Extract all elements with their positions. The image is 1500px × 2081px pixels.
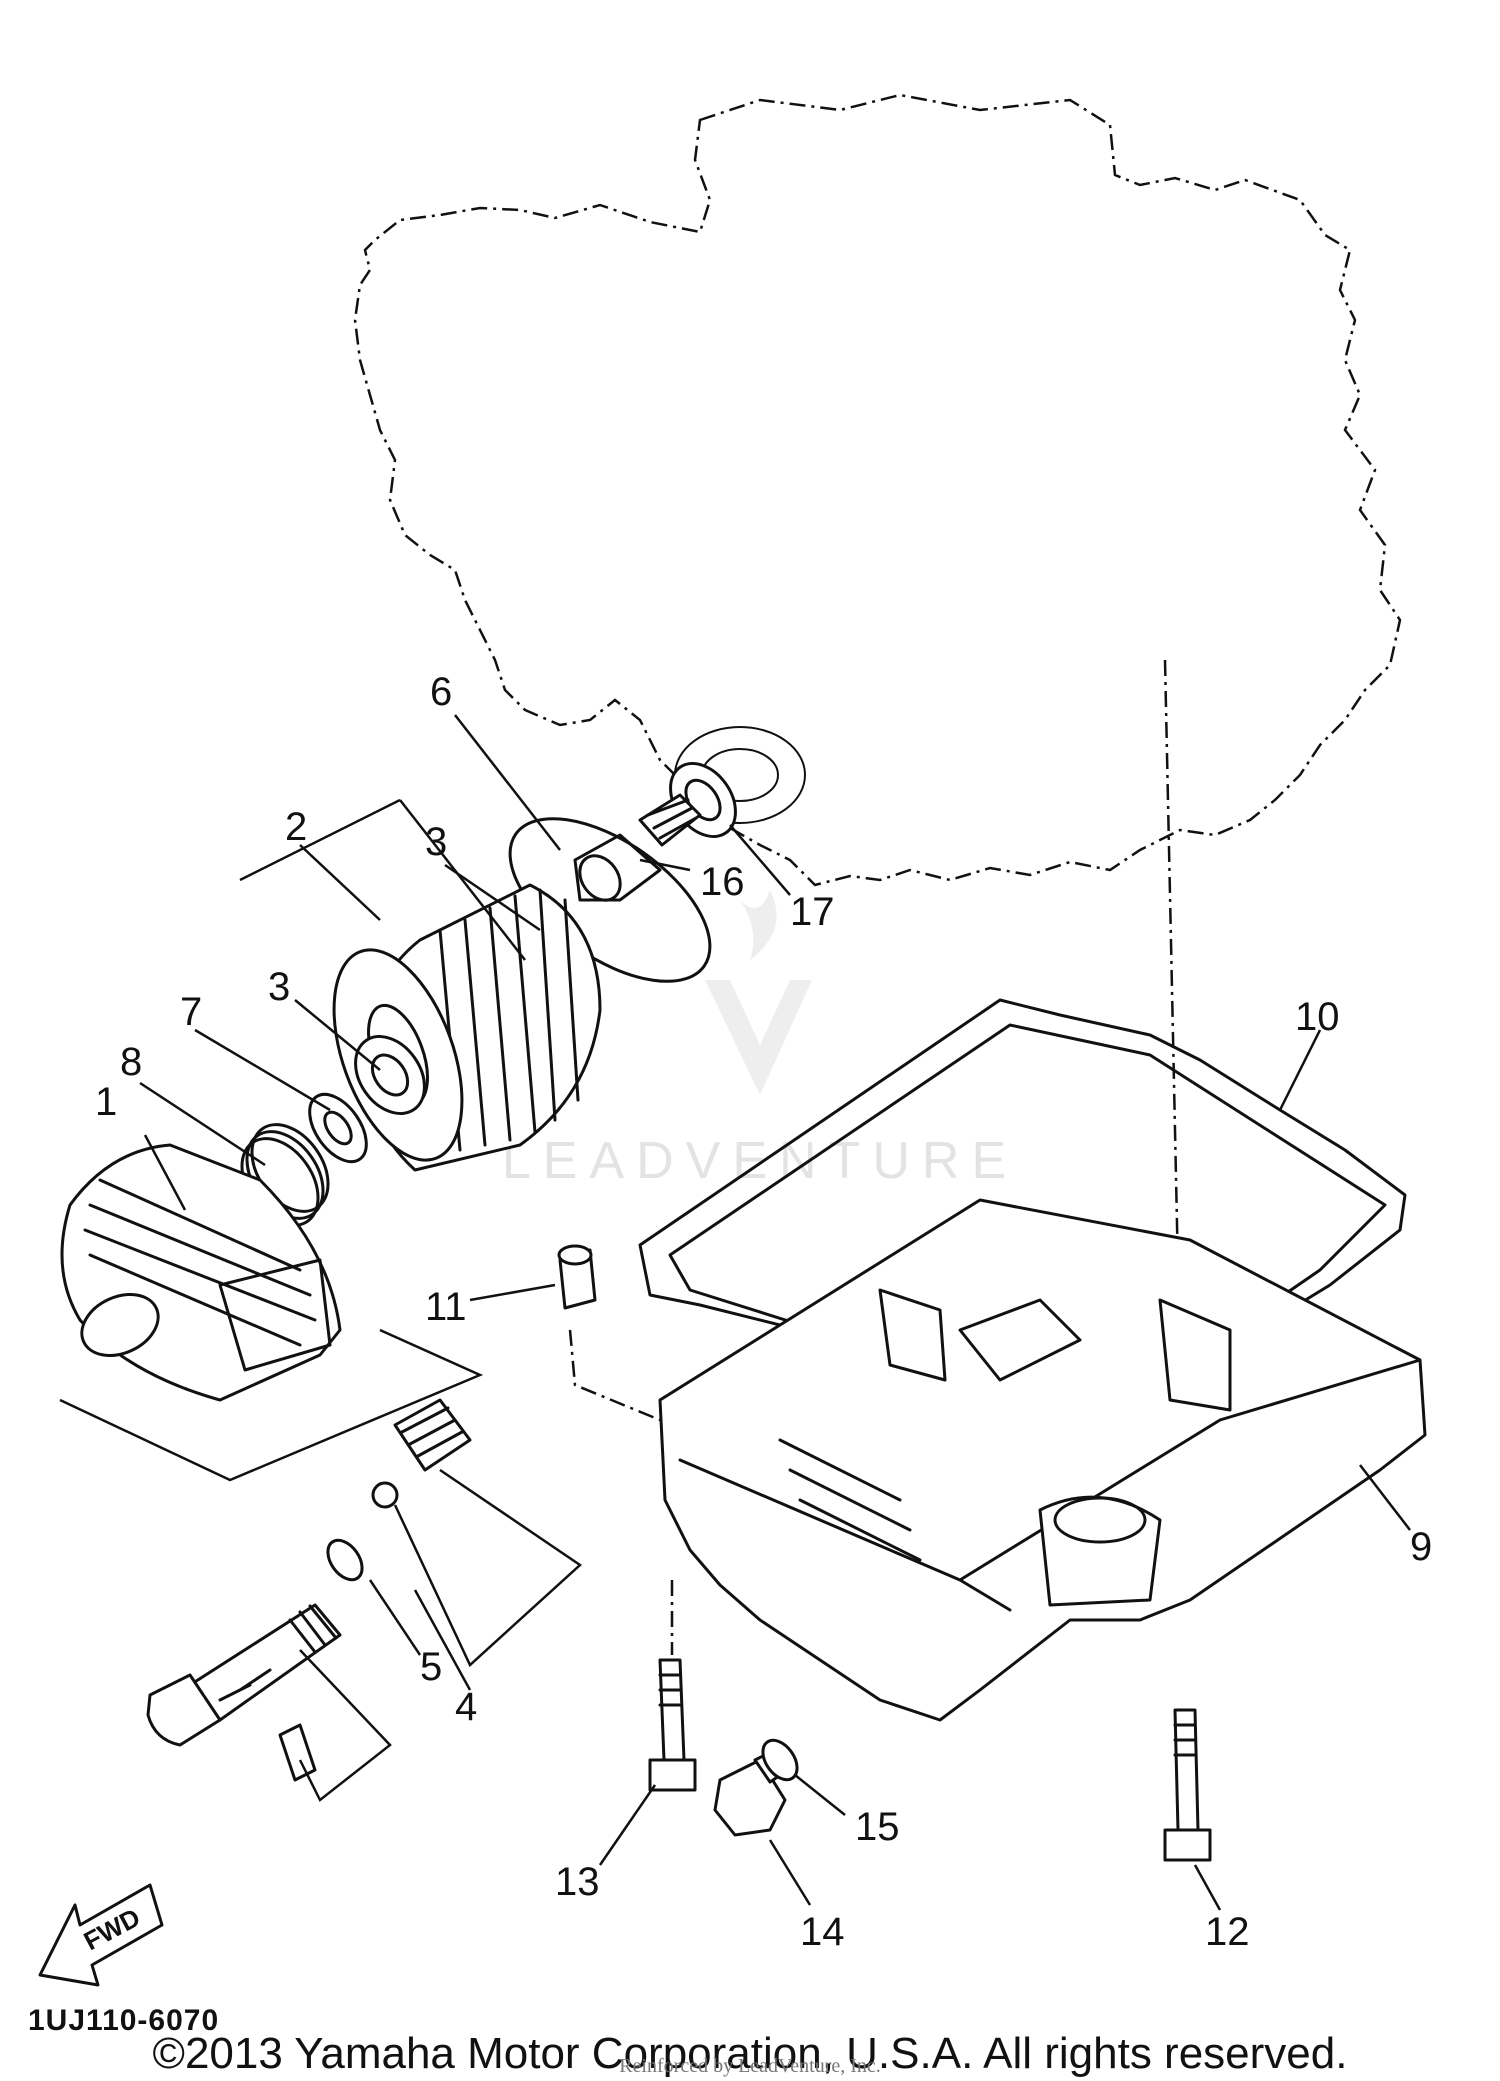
part-4-spring <box>393 1398 472 1472</box>
callout-3a: 3 <box>425 820 447 864</box>
callout-5: 5 <box>420 1645 442 1689</box>
copyright-text: ©2013 Yamaha Motor Corporation, U.S.A. A… <box>153 2029 1348 2078</box>
callout-9: 9 <box>1410 1525 1432 1569</box>
footer-small-text: Reinforced by LeadVenture, Inc. <box>619 2055 881 2077</box>
callout-4: 4 <box>455 1685 477 1729</box>
diagram-code: 1UJ110-6070 <box>28 2004 219 2037</box>
callout-6: 6 <box>430 670 452 714</box>
callout-13: 13 <box>555 1860 600 1904</box>
callout-16: 16 <box>700 860 745 904</box>
callout-14: 14 <box>800 1910 845 1954</box>
engine-outline <box>353 93 1402 887</box>
callout-15: 15 <box>855 1805 900 1849</box>
part-4-bracket <box>393 1468 583 1668</box>
callout-8: 8 <box>120 1040 142 1084</box>
fwd-arrow-icon: FWD <box>38 1883 164 1987</box>
callout-10: 10 <box>1295 995 1340 1039</box>
watermark-text: LEADVENTURE <box>502 1132 1018 1190</box>
callout-3b: 3 <box>268 965 290 1009</box>
part-13-bolt <box>648 1658 697 1792</box>
part-9-oil-pan <box>658 1198 1427 1722</box>
callout-11: 11 <box>425 1285 467 1329</box>
part-1-filter-cover <box>60 1143 342 1402</box>
callout-2: 2 <box>285 805 307 849</box>
callouts: 1 2 3 3 4 5 6 7 8 9 10 11 12 13 14 15 16… <box>95 670 1432 1954</box>
relief-valve-bolt <box>146 1603 342 1747</box>
callout-12: 12 <box>1205 1910 1250 1954</box>
callout-1: 1 <box>95 1080 117 1124</box>
part-16-union-bolt <box>573 793 702 902</box>
callout-7: 7 <box>180 990 202 1034</box>
part-15-washer <box>761 1738 799 1782</box>
callout-17: 17 <box>790 890 835 934</box>
part-5-o-ring <box>326 1538 364 1582</box>
bolt-bracket <box>298 1649 392 1802</box>
part-11-dowel <box>557 1244 597 1310</box>
watermark: LEADVENTURE <box>502 890 1018 1190</box>
dowel-centerline <box>568 1329 661 1422</box>
dowel-pin <box>278 1723 317 1782</box>
part-7-washer <box>308 1092 368 1164</box>
part-1-bracket <box>59 1328 484 1482</box>
leader-lines <box>139 714 1411 1911</box>
part-3-lower-washer <box>354 1035 426 1115</box>
part-4-ball <box>371 1481 399 1509</box>
part-12-bolt <box>1163 1708 1212 1862</box>
